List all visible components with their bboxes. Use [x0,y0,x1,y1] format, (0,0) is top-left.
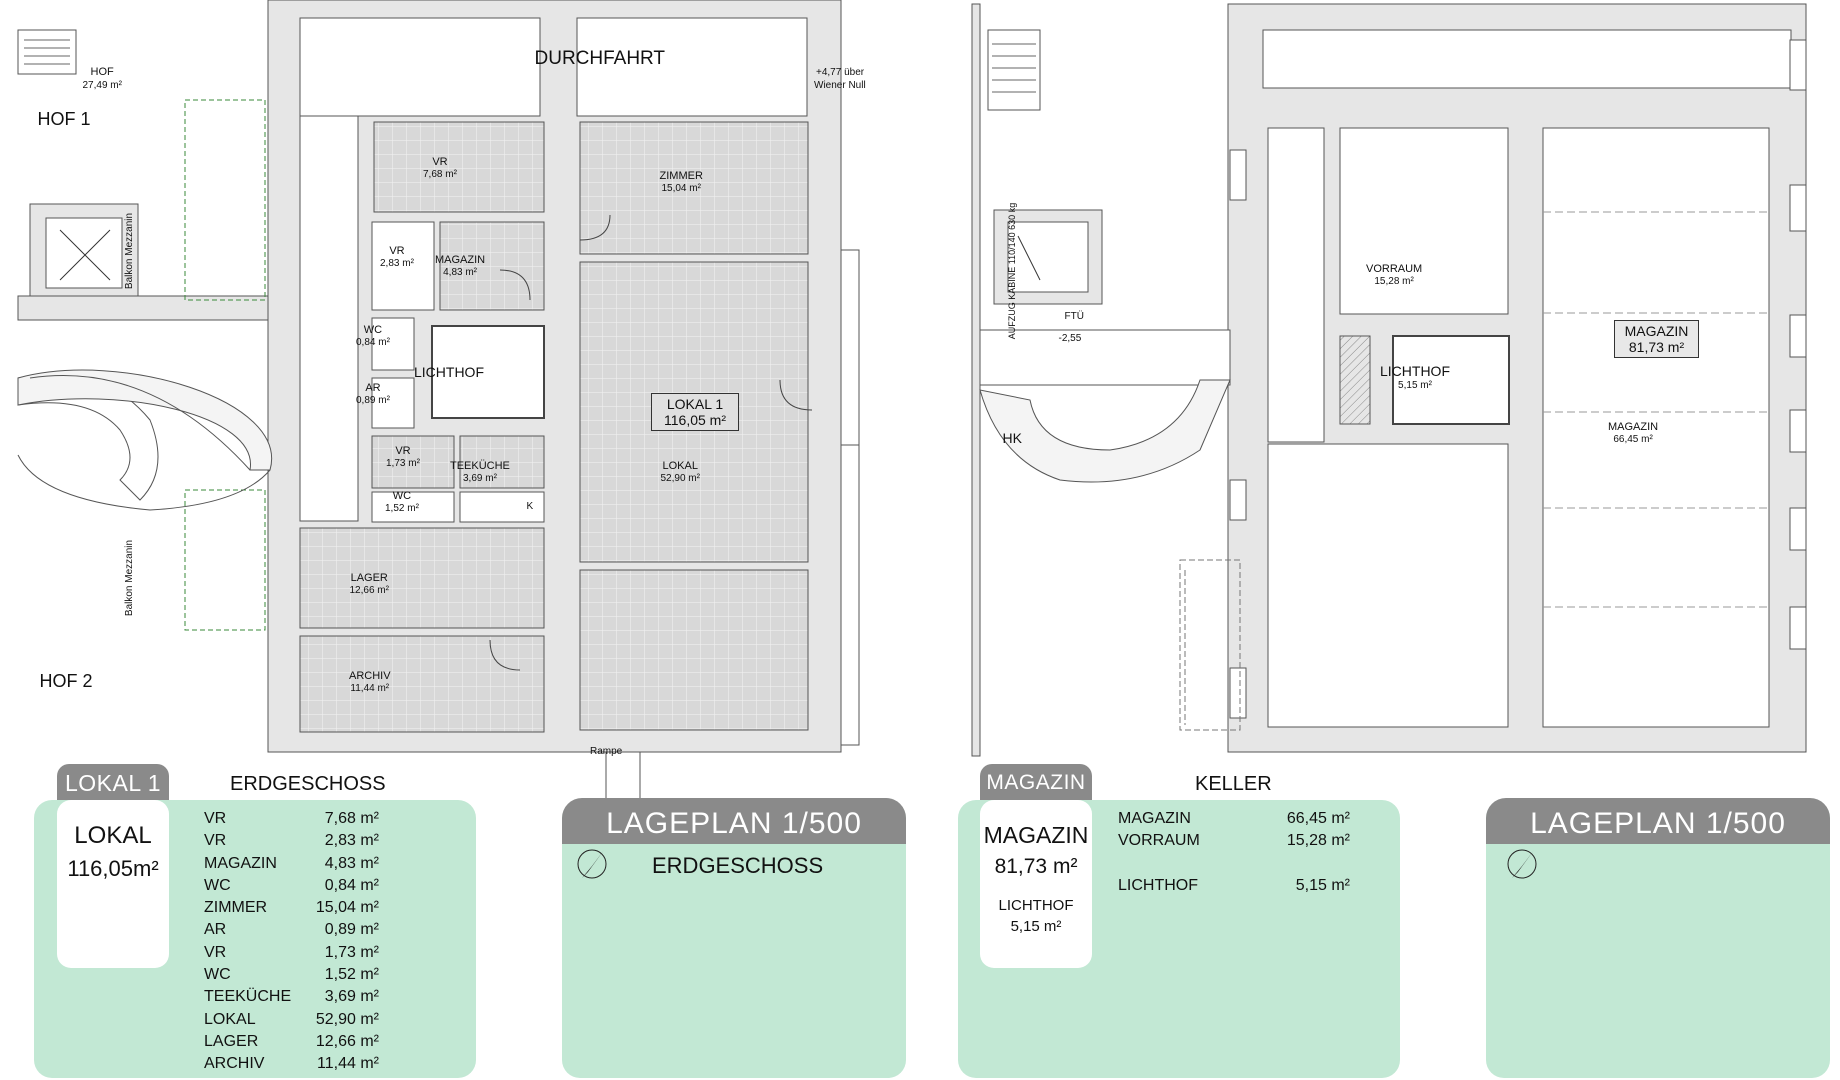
north-arrow-left-icon [572,844,612,884]
legend-title-left: ERDGESCHOSS [230,773,386,795]
fti-label: FTÜ [1064,311,1084,322]
legend-box-right: MAGAZIN 81,73 m² LICHTHOF 5,15 m² [980,800,1092,968]
legend-box-area-left: 116,05m² [67,856,159,881]
kitchen-k-label: K [526,501,534,512]
elevation-note-1: +4,77 über [816,67,865,78]
lokal-1-box-area: 116,05 m² [664,412,726,428]
lageplan-panel-left [562,800,906,1078]
hof2-title: HOF 2 [39,671,93,691]
balkon-mezzanin-2: Balkon Mezzanin [124,539,136,617]
lageplan-title-right: LAGEPLAN 1/500 [1486,798,1830,844]
lokal-1-area-box: LOKAL 1 116,05 m² [651,393,739,431]
lichthof-label: LICHTHOF [414,364,484,380]
magazin-area-box: MAGAZIN 81,73 m² [1614,320,1699,358]
legend-tag-right: MAGAZIN [980,764,1092,800]
lageplan-title-left: LAGEPLAN 1/500 [562,798,906,844]
legend-box-area-right: 81,73 m² [994,855,1078,878]
durchfahrt-label: DURCHFAHRT [534,48,666,69]
legend-box-name-right: MAGAZIN [983,822,1089,848]
legend-box-left: LOKAL 116,05m² [57,800,169,968]
hof1-label: HOF [90,66,114,78]
legend-box-name-left: LOKAL [74,822,152,849]
legend-title-right: KELLER [1195,773,1272,795]
lokal-1-box-name: LOKAL 1 [666,396,724,412]
ground-floor-plan [17,0,860,813]
hof1-title: HOF 1 [37,109,91,129]
elevation-note-2: Wiener Null [814,80,866,91]
legend-tag-left: LOKAL 1 [57,764,169,800]
balkon-mezzanin-1: Balkon Mezzanin [124,212,136,290]
lageplan-panel-right [1486,800,1830,1078]
magazin-box-name: MAGAZIN [1624,323,1689,339]
basement-plan [971,3,1807,757]
hof1-area: 27,49 m² [82,80,122,91]
lageplan-subtitle-left: ERDGESCHOSS [652,853,824,878]
magazin-box-area: 81,73 m² [1628,339,1685,355]
level-label: -2,55 [1058,333,1082,344]
legend-box-sub-area-right: 5,15 m² [1010,918,1062,935]
hk-label: HK [1002,430,1022,446]
elevator-text: AUFZUG KABINE 110/140 630 kg [1007,202,1018,340]
rampe-label: Rampe [590,746,623,757]
legend-box-sub-name-right: LICHTHOF [998,897,1074,914]
north-arrow-right-icon [1502,844,1542,884]
